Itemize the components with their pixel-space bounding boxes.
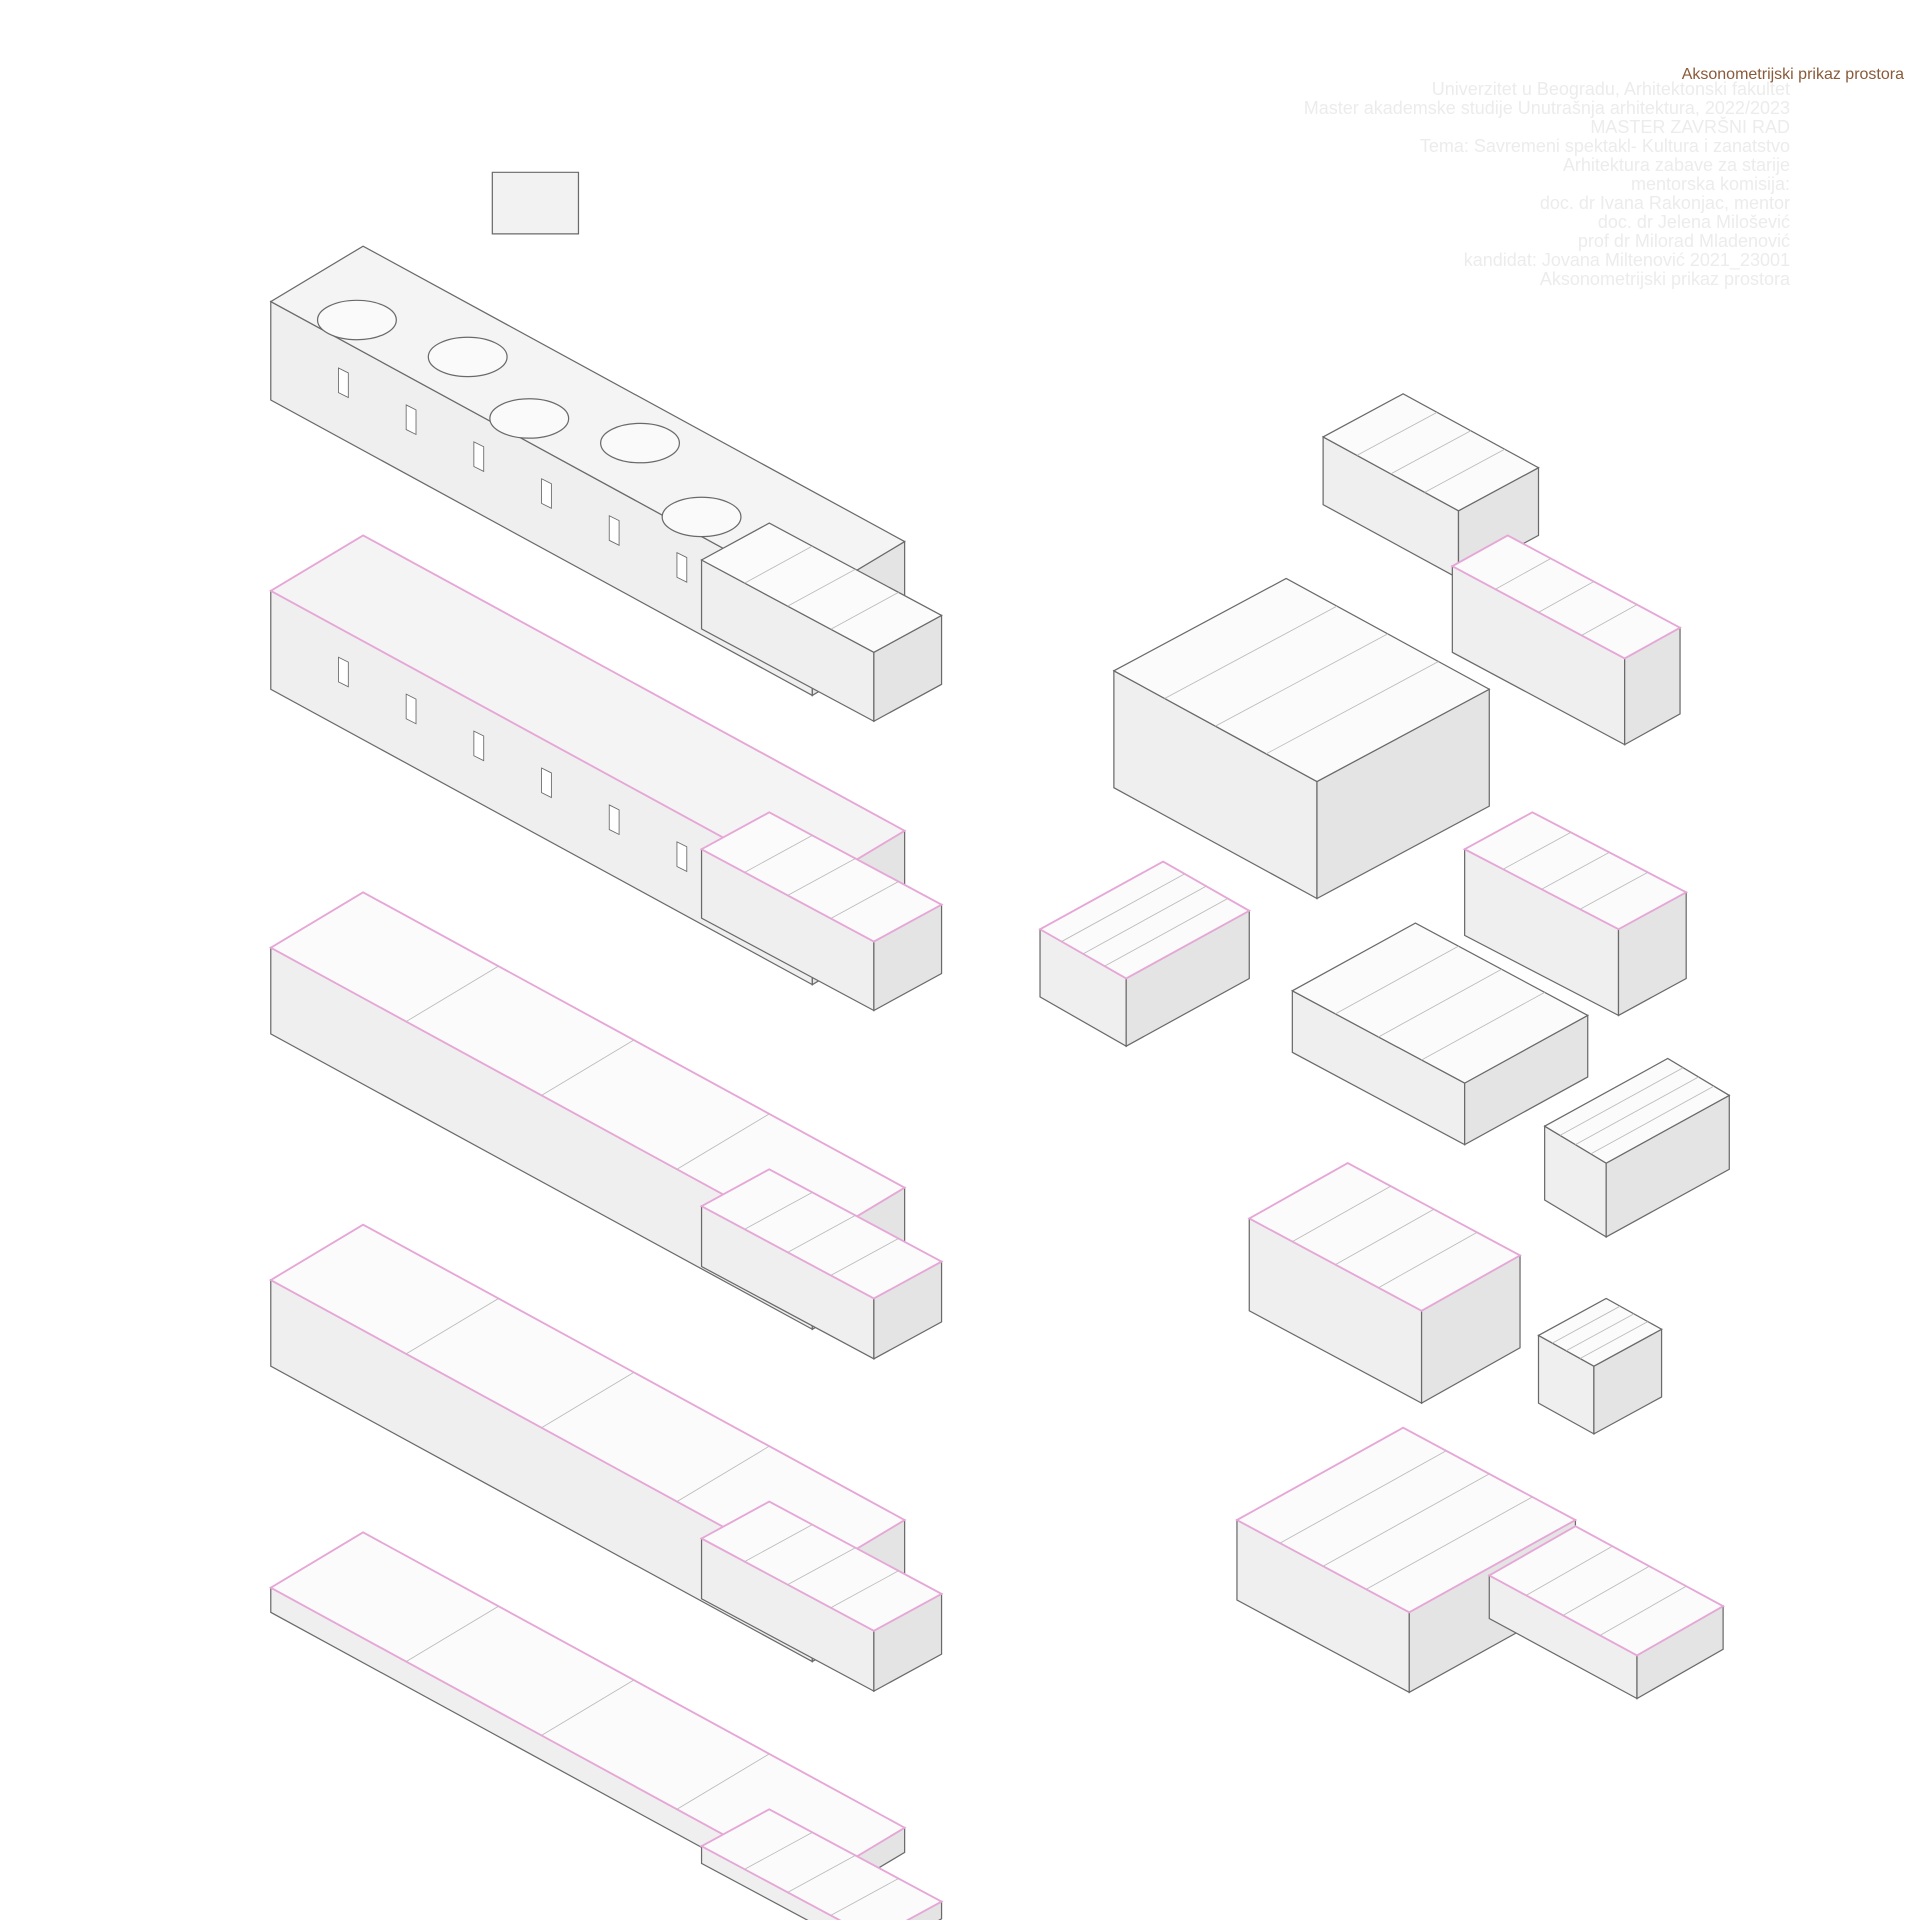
floor-5-partition xyxy=(541,1679,635,1736)
floor-1-window xyxy=(541,478,552,510)
floor-1-window xyxy=(608,515,620,546)
annex-4-partition xyxy=(744,1524,813,1562)
room-8-partition xyxy=(1335,1208,1435,1266)
room-11-partition xyxy=(1599,1585,1687,1636)
roof-skylight xyxy=(316,299,397,341)
room-8-partition xyxy=(1292,1185,1392,1242)
room-3-partition xyxy=(1164,605,1338,699)
floor-2-window xyxy=(541,767,552,799)
room-10-partition xyxy=(1279,1450,1447,1544)
page-title: Aksonometrijski prikaz prostora xyxy=(1681,66,1904,83)
annex-4-partition xyxy=(830,1570,899,1609)
floor-1-window xyxy=(473,441,485,473)
room-9-partition xyxy=(1565,1313,1635,1352)
annex-1-partition xyxy=(830,591,899,630)
floor-2-window xyxy=(608,804,620,836)
floor-2-window xyxy=(473,730,485,762)
room-5-partition xyxy=(1082,885,1207,955)
annex-5-top xyxy=(699,1808,944,1920)
annex-3-partition xyxy=(830,1238,899,1276)
room-11-partition xyxy=(1562,1565,1650,1616)
floor-5-partition xyxy=(676,1753,770,1810)
annex-3-partition xyxy=(744,1191,813,1230)
room-1-partition xyxy=(1356,411,1438,456)
room-4-partition xyxy=(1579,871,1648,910)
credit-line: doc. dr Jelena Milošević xyxy=(1597,212,1790,232)
room-9-partition xyxy=(1552,1305,1621,1344)
floor-2-window xyxy=(676,841,688,873)
annex-5-partition xyxy=(830,1878,899,1916)
annex-3-partition xyxy=(787,1215,856,1253)
floor-2-top xyxy=(268,534,907,888)
annex-1-partition xyxy=(787,568,856,607)
annex-2-partition xyxy=(744,835,813,873)
room-3-partition xyxy=(1215,633,1388,727)
credit-line: prof dr Milorad Mladenović xyxy=(1577,231,1790,251)
floor-4-partition xyxy=(676,1445,770,1502)
credit-line: mentorska komisija: xyxy=(1630,174,1790,194)
room-6-partition xyxy=(1378,968,1502,1038)
roof-skylight xyxy=(427,336,508,378)
floor-3-partition xyxy=(541,1039,635,1096)
room-10-partition xyxy=(1365,1496,1533,1590)
room-9-partition xyxy=(1579,1321,1648,1359)
annex-5-partition xyxy=(744,1831,813,1870)
floor-1-window xyxy=(405,404,417,436)
credit-line: Univerzitet u Beogradu, Arhitektonski fa… xyxy=(1431,79,1790,99)
annex-1-partition xyxy=(744,545,813,584)
room-2-partition xyxy=(1581,604,1638,636)
floor-3-partition xyxy=(405,965,499,1022)
roof-skylight xyxy=(661,496,742,538)
room-6-partition xyxy=(1335,945,1459,1015)
room-8-partition xyxy=(1378,1231,1478,1289)
credit-line: Master akademske studije Unutrašnja arhi… xyxy=(1303,98,1790,118)
room-1-partition xyxy=(1424,448,1505,493)
credit-line: Tema: Savremeni spektakl- Kultura i zana… xyxy=(1419,136,1790,156)
floor-3-partition xyxy=(676,1113,770,1170)
annex-5-partition xyxy=(787,1855,856,1893)
floor-2-window xyxy=(338,656,349,688)
room-11-partition xyxy=(1525,1545,1613,1596)
credit-line: Arhitektura zabave za starije xyxy=(1562,155,1790,175)
room-1-partition xyxy=(1390,430,1472,475)
room-6-partition xyxy=(1421,991,1545,1061)
roof-pavilion xyxy=(491,171,580,235)
roof-skylight xyxy=(489,398,570,439)
floor-4-partition xyxy=(541,1371,635,1429)
credit-line: doc. dr Ivana Rakonjac, mentor xyxy=(1539,193,1790,213)
room-4-partition xyxy=(1502,831,1572,870)
floor-1-top xyxy=(269,245,906,598)
floor-4-partition xyxy=(405,1298,499,1355)
floor-2-window xyxy=(405,693,417,725)
room-10-partition xyxy=(1322,1473,1490,1567)
room-2-partition xyxy=(1495,558,1552,590)
room-5-partition xyxy=(1061,873,1185,942)
floor-1-window xyxy=(338,367,349,399)
credits-watermark: Univerzitet u Beogradu, Arhitektonski fa… xyxy=(1304,80,1790,289)
credit-line: kandidat: Jovana Miltenović 2021_23001 xyxy=(1463,250,1790,270)
room-7-partition xyxy=(1590,1085,1715,1155)
room-5-partition xyxy=(1104,898,1228,967)
annex-2-partition xyxy=(787,858,856,896)
floor-1-window xyxy=(676,551,688,583)
room-7-partition xyxy=(1559,1067,1684,1136)
room-3-partition xyxy=(1265,661,1439,755)
roof-skylight xyxy=(600,422,681,464)
annex-2-partition xyxy=(830,881,899,919)
room-4-partition xyxy=(1541,851,1610,890)
room-7-partition xyxy=(1575,1076,1699,1146)
credit-line: MASTER ZAVRŠNI RAD xyxy=(1590,117,1790,137)
room-2-partition xyxy=(1538,581,1595,613)
annex-4-partition xyxy=(787,1547,856,1586)
floor-5-partition xyxy=(405,1605,499,1662)
credit-line: Aksonometrijski prikaz prostora xyxy=(1539,269,1790,289)
